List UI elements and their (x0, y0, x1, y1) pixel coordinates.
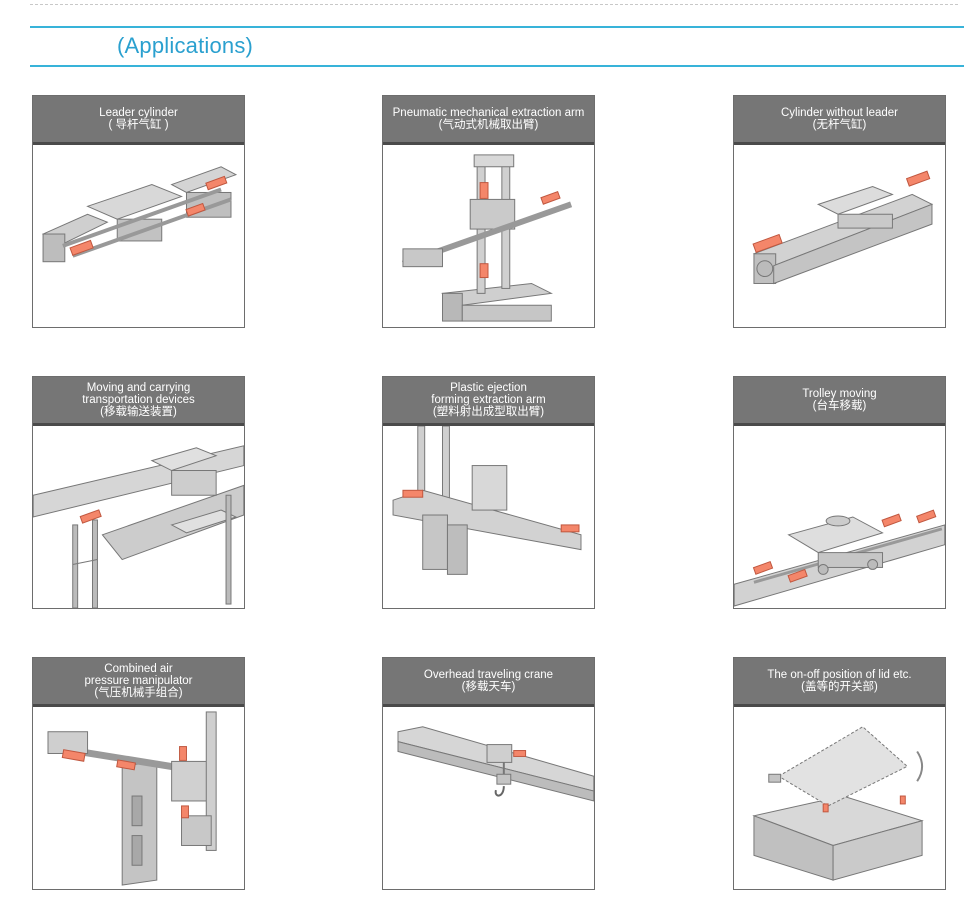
card-title-line: (盖等的开关部) (801, 681, 878, 693)
card-title: Cylinder without leader (无杆气缸) (734, 96, 945, 145)
application-card-conveyor: Moving and carrying transportation devic… (32, 376, 245, 609)
header-rule-top (30, 26, 964, 28)
card-title-line: Trolley moving (802, 388, 877, 400)
card-title-line: transportation devices (82, 394, 195, 406)
card-title-line: pressure manipulator (84, 675, 193, 687)
card-title-line: (气压机械手组合) (94, 687, 183, 699)
card-title-line: ( 导杆气缸 ) (108, 119, 169, 131)
conveyor-illustration (33, 426, 244, 608)
card-title-line: (塑料射出成型取出臂) (432, 406, 545, 418)
card-title-line: (移载输送装置) (100, 406, 177, 418)
card-title: Leader cylinder ( 导杆气缸 ) (33, 96, 244, 145)
card-title-line: Moving and carrying (86, 382, 191, 394)
injection-arm-illustration (383, 426, 594, 608)
crane-illustration (383, 707, 594, 889)
card-title: Overhead traveling crane (移载天车) (383, 658, 594, 707)
card-title: The on-off position of lid etc. (盖等的开关部) (734, 658, 945, 707)
application-card-crane: Overhead traveling crane (移载天车) (382, 657, 595, 890)
application-card-leader-cylinder: Leader cylinder ( 导杆气缸 ) (32, 95, 245, 328)
card-title: Combined air pressure manipulator (气压机械手… (33, 658, 244, 707)
card-title-line: (气动式机械取出臂) (438, 119, 539, 131)
application-card-rodless-cylinder: Cylinder without leader (无杆气缸) (733, 95, 946, 328)
header-rule-bottom (30, 65, 964, 67)
application-card-manipulator: Combined air pressure manipulator (气压机械手… (32, 657, 245, 890)
application-card-extraction-arm: Pneumatic mechanical extraction arm (气动式… (382, 95, 595, 328)
rodless-cylinder-illustration (734, 145, 945, 327)
card-title-line: The on-off position of lid etc. (767, 669, 912, 681)
card-title: Pneumatic mechanical extraction arm (气动式… (383, 96, 594, 145)
card-title: Trolley moving (台车移载) (734, 377, 945, 426)
card-title-line: Pneumatic mechanical extraction arm (392, 107, 585, 119)
application-card-injection-arm: Plastic ejection forming extraction arm … (382, 376, 595, 609)
application-card-lid: The on-off position of lid etc. (盖等的开关部) (733, 657, 946, 890)
card-title-line: Leader cylinder (99, 107, 178, 119)
top-dashed-divider (30, 4, 958, 5)
card-title-line: (移载天车) (461, 681, 516, 693)
manipulator-illustration (33, 707, 244, 889)
application-card-trolley: Trolley moving (台车移载) (733, 376, 946, 609)
section-heading: (Applications) (117, 33, 254, 58)
card-title-line: (无杆气缸) (812, 119, 867, 131)
card-title-line: Combined air (104, 663, 173, 675)
card-title-line: Overhead traveling crane (423, 669, 554, 681)
card-title-line: (台车移载) (812, 400, 867, 412)
extraction-arm-illustration (383, 145, 594, 327)
card-title: Moving and carrying transportation devic… (33, 377, 244, 426)
card-title-line: forming extraction arm (431, 394, 546, 406)
trolley-illustration (734, 426, 945, 608)
guided-cylinder-illustration (33, 145, 244, 327)
card-title-line: Cylinder without leader (781, 107, 898, 119)
card-title-line: Plastic ejection (450, 382, 527, 394)
lid-illustration (734, 707, 945, 889)
card-title: Plastic ejection forming extraction arm … (383, 377, 594, 426)
